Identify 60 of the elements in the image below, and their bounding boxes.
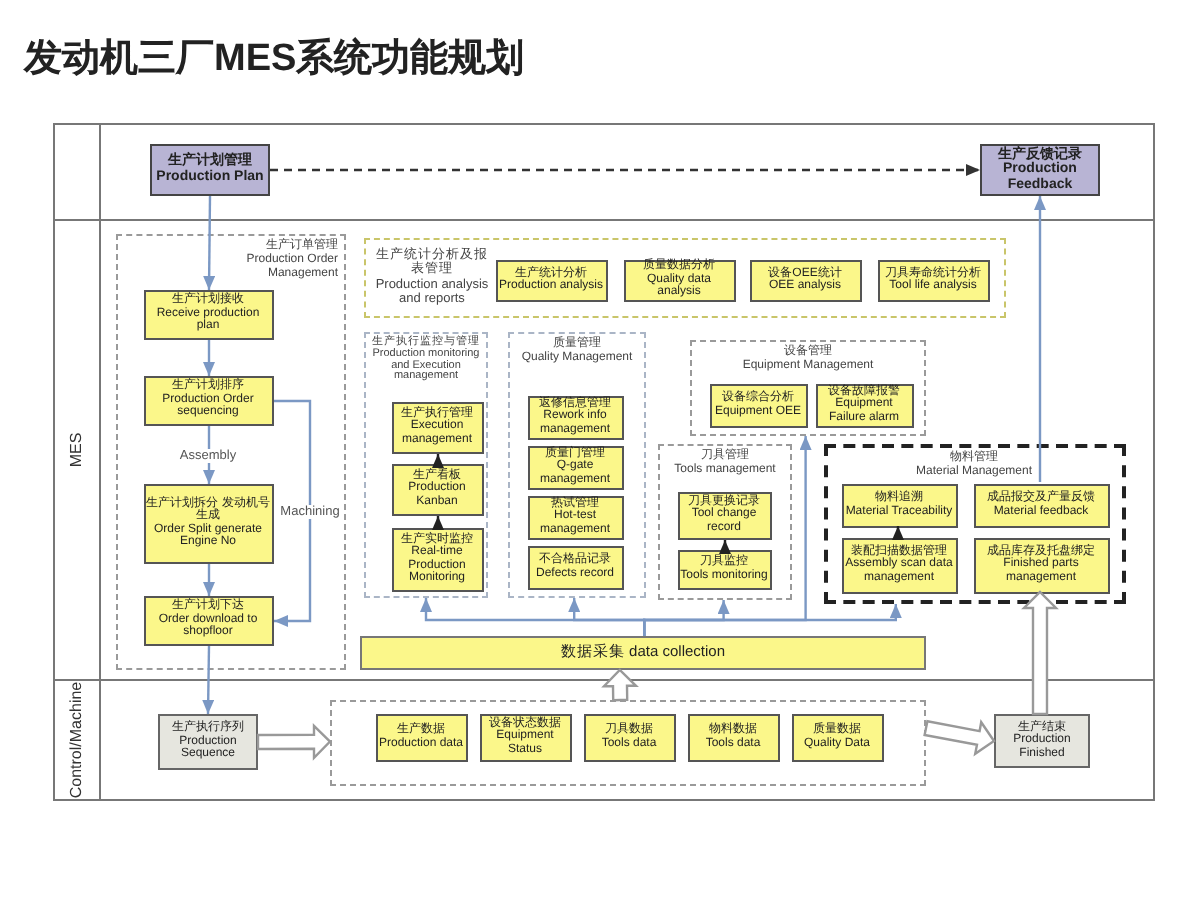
arrow — [203, 340, 215, 376]
module-group — [824, 444, 1126, 604]
function-box — [791, 713, 883, 761]
function-box — [143, 483, 273, 563]
function-box — [391, 463, 483, 515]
function-box — [143, 595, 273, 645]
module-group — [508, 332, 646, 598]
arrow — [892, 526, 904, 540]
function-box — [877, 259, 989, 301]
arrow — [432, 516, 444, 530]
function-box — [973, 537, 1109, 593]
arrow — [202, 646, 215, 714]
function-box — [677, 549, 771, 589]
data-collection-bar — [360, 636, 926, 670]
module-group — [364, 238, 1006, 318]
function-box — [623, 259, 735, 301]
arrow — [203, 196, 216, 290]
module-group — [658, 444, 792, 600]
data-box — [994, 714, 1090, 768]
arrow — [643, 604, 902, 636]
module-group — [690, 340, 926, 436]
function-box — [841, 537, 957, 593]
block-arrow — [256, 722, 332, 761]
function-box — [391, 401, 483, 453]
process-box — [980, 144, 1100, 196]
function-box — [527, 445, 623, 489]
function-box — [527, 495, 623, 539]
block-arrow — [1021, 590, 1059, 716]
function-box — [687, 713, 779, 761]
function-box — [973, 483, 1109, 527]
data-box — [158, 714, 258, 770]
function-box — [709, 383, 807, 427]
function-box — [391, 527, 483, 591]
function-box — [841, 483, 957, 527]
function-box — [527, 545, 623, 589]
module-group — [364, 332, 488, 598]
function-box — [375, 713, 467, 761]
arrow — [719, 540, 731, 554]
process-box — [150, 144, 270, 196]
function-box — [749, 259, 861, 301]
lane-label: Control/Machine — [67, 681, 85, 799]
arrow — [274, 399, 312, 627]
function-box — [143, 289, 273, 339]
function-box — [677, 491, 771, 539]
function-box — [479, 713, 571, 761]
arrow — [270, 164, 980, 176]
page-title: 发动机三厂MES系统功能规划 — [24, 35, 525, 84]
block-arrow — [923, 719, 996, 757]
module-group — [330, 700, 926, 786]
module-group — [116, 234, 346, 670]
function-box — [143, 375, 273, 425]
function-box — [815, 383, 913, 427]
block-arrow — [601, 668, 639, 702]
arrow — [1034, 196, 1046, 482]
arrow — [203, 564, 215, 596]
lane-label: MES — [67, 432, 85, 468]
function-box — [583, 713, 675, 761]
function-box — [527, 395, 623, 439]
function-box — [495, 259, 607, 301]
arrow — [432, 454, 444, 468]
